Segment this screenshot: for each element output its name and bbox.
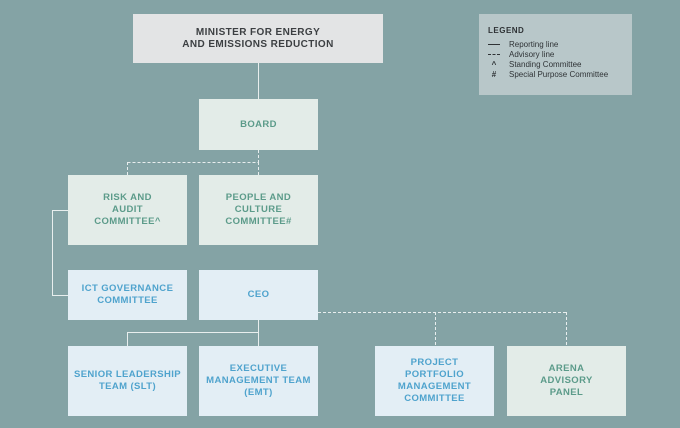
node-senior-leadership-team: SENIOR LEADERSHIP TEAM (SLT)	[68, 346, 187, 416]
solid-line-icon	[488, 43, 500, 45]
legend-label: Standing Committee	[509, 59, 582, 69]
legend-item-standing: ^ Standing Committee	[488, 59, 624, 69]
legend-item-special: # Special Purpose Committee	[488, 69, 624, 79]
hash-symbol-icon: #	[491, 69, 497, 79]
node-board: BOARD	[199, 99, 318, 150]
node-executive-management-team: EXECUTIVE MANAGEMENT TEAM (EMT)	[199, 346, 318, 416]
legend-label: Advisory line	[509, 49, 555, 59]
node-project-portfolio-management-committee: PROJECT PORTFOLIO MANAGEMENT COMMITTEE	[375, 346, 494, 416]
dashed-line-icon	[488, 53, 500, 55]
node-risk-audit-committee: RISK AND AUDIT COMMITTEE^	[68, 175, 187, 245]
node-arena-advisory-panel: ARENA ADVISORY PANEL	[507, 346, 626, 416]
reporting-line-risk-ict	[52, 210, 68, 296]
legend-item-advisory: Advisory line	[488, 49, 624, 59]
legend-label: Special Purpose Committee	[509, 69, 609, 79]
caret-symbol-icon: ^	[491, 59, 497, 69]
node-minister: MINISTER FOR ENERGY AND EMISSIONS REDUCT…	[133, 14, 383, 63]
legend-label: Reporting line	[509, 39, 559, 49]
node-ceo: CEO	[199, 270, 318, 320]
legend: LEGEND Reporting line Advisory line ^ St…	[479, 14, 632, 95]
node-ict-governance-committee: ICT GOVERNANCE COMMITTEE	[68, 270, 187, 320]
node-people-culture-committee: PEOPLE AND CULTURE COMMITTEE#	[199, 175, 318, 245]
legend-item-reporting: Reporting line	[488, 39, 624, 49]
legend-title: LEGEND	[488, 26, 525, 35]
